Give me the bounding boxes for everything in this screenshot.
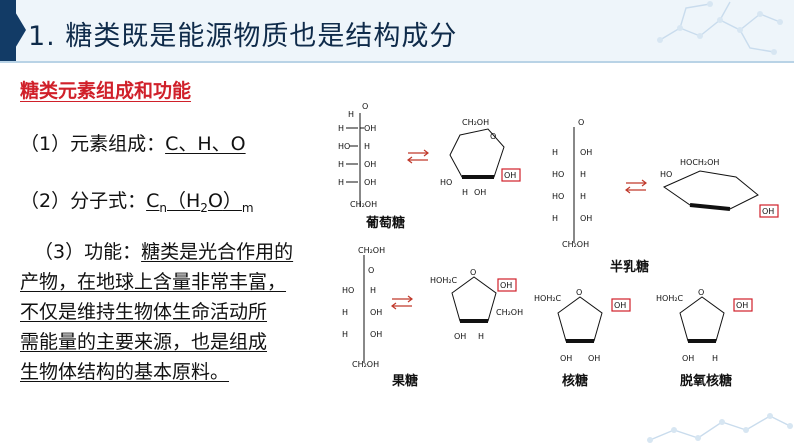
svg-text:CH₂OH: CH₂OH (352, 360, 379, 369)
formula-label: （2）分子式： (20, 190, 147, 212)
svg-text:H: H (712, 354, 718, 363)
formula-m: m (241, 201, 254, 215)
header-accent-bar (0, 0, 16, 62)
header-divider (0, 61, 794, 63)
svg-text:CH₂OH: CH₂OH (350, 200, 377, 209)
galactose-ring: HOCH₂OH HO OH (660, 158, 779, 218)
formula-h: H (186, 190, 201, 212)
formula-c: C (146, 190, 160, 212)
svg-text:OH: OH (364, 178, 376, 187)
molecule-decoration-icon (657, 1, 783, 55)
svg-text:OH: OH (682, 354, 694, 363)
svg-text:HO: HO (440, 178, 452, 187)
svg-text:H: H (338, 178, 344, 187)
svg-text:HO: HO (342, 286, 354, 295)
function-text-5: 生物体结构的基本原料。 (20, 361, 230, 383)
ribose-ring: HOH₂C O OH OH OH (534, 288, 631, 363)
fructose-label: 果糖 (391, 373, 418, 389)
svg-text:CH₂OH: CH₂OH (496, 308, 523, 317)
formula-n: n (159, 201, 167, 215)
svg-text:H: H (580, 170, 586, 179)
glucose-ring: CH₂OH O HO H OH OH (440, 118, 521, 197)
svg-text:HOH₂C: HOH₂C (656, 294, 684, 303)
svg-text:O: O (578, 118, 584, 127)
svg-text:H: H (478, 332, 484, 341)
slide-header: 1. 糖类既是能源物质也是结构成分 (0, 0, 794, 63)
elements-label: （1）元素组成： (20, 133, 166, 155)
svg-text:HOH₂C: HOH₂C (430, 276, 458, 285)
svg-text:O: O (576, 288, 582, 297)
slide-title: 1. 糖类既是能源物质也是结构成分 (28, 21, 458, 52)
glucose-label: 葡萄糖 (365, 215, 405, 231)
svg-text:OH: OH (474, 188, 486, 197)
chevron-right-icon (14, 10, 26, 50)
svg-text:HOH₂C: HOH₂C (534, 294, 562, 303)
molecular-formula: Cn（H2O）m (146, 190, 254, 215)
svg-text:OH: OH (736, 301, 748, 310)
svg-text:O: O (470, 268, 476, 277)
svg-text:H: H (342, 308, 348, 317)
formula-paren-open: （ (166, 190, 186, 212)
svg-text:OH: OH (364, 160, 376, 169)
svg-text:HO: HO (338, 142, 350, 151)
svg-text:OH: OH (504, 171, 516, 180)
function-paragraph: （3）功能：糖类是光合作用的 产物，在地球上含量非常丰富， 不仅是维持生物体生命… (20, 237, 338, 387)
svg-text:H: H (370, 286, 376, 295)
svg-text:CH₂OH: CH₂OH (462, 118, 489, 127)
svg-text:HO: HO (552, 170, 564, 179)
elements-item: （1）元素组成：C、H、O (20, 129, 246, 156)
svg-text:H: H (338, 160, 344, 169)
formula-o: O (207, 190, 223, 212)
svg-text:O: O (490, 132, 496, 141)
function-text-3: 不仅是维持生物体生命活动所 (20, 301, 268, 323)
deoxyribose-label: 脱氧核糖 (680, 373, 732, 389)
formula-item: （2）分子式：Cn（H2O）m (20, 186, 254, 215)
svg-text:HO: HO (552, 192, 564, 201)
svg-text:OH: OH (762, 207, 774, 216)
svg-text:OH: OH (500, 281, 512, 290)
svg-text:OH: OH (580, 148, 592, 157)
fructose-ring: HOH₂C O OH CH₂OH OH H (430, 268, 523, 341)
svg-text:H: H (462, 188, 468, 197)
svg-text:OH: OH (588, 354, 600, 363)
svg-text:O: O (362, 102, 368, 111)
function-text-1: 糖类是光合作用的 (141, 241, 294, 263)
svg-text:OH: OH (560, 354, 572, 363)
molecule-decoration-bottom-icon (647, 413, 793, 443)
function-line-1: （3）功能：糖类是光合作用的 (20, 237, 338, 267)
svg-text:OH: OH (370, 308, 382, 317)
svg-text:HOCH₂OH: HOCH₂OH (680, 158, 719, 167)
section-heading: 糖类元素组成和功能 (20, 80, 192, 102)
formula-two: 2 (200, 201, 208, 215)
function-text-2: 产物，在地球上含量非常丰富， (20, 271, 287, 293)
svg-text:OH: OH (614, 301, 626, 310)
svg-text:CH₂OH: CH₂OH (562, 240, 589, 249)
function-label: （3）功能： (34, 241, 142, 263)
svg-text:H: H (364, 142, 370, 151)
svg-text:H: H (580, 192, 586, 201)
function-text-4: 需能量的主要来源，也是组成 (20, 331, 268, 353)
deoxyribose-ring: HOH₂C O OH OH H (656, 288, 753, 363)
elements-value: C、H、O (165, 133, 246, 155)
svg-text:H: H (338, 124, 344, 133)
svg-text:H: H (342, 330, 348, 339)
svg-text:O: O (368, 266, 374, 275)
svg-text:HO: HO (660, 170, 672, 179)
svg-text:CH₂OH: CH₂OH (358, 246, 385, 255)
formula-paren-close: ） (222, 190, 242, 212)
svg-text:OH: OH (454, 332, 466, 341)
svg-text:H: H (348, 110, 354, 119)
ribose-label: 核糖 (562, 373, 588, 389)
svg-text:H: H (552, 148, 558, 157)
svg-text:H: H (552, 214, 558, 223)
svg-text:OH: OH (370, 330, 382, 339)
svg-text:OH: OH (364, 124, 376, 133)
galactose-label: 半乳糖 (610, 259, 649, 275)
svg-text:OH: OH (580, 214, 592, 223)
svg-text:O: O (698, 288, 704, 297)
